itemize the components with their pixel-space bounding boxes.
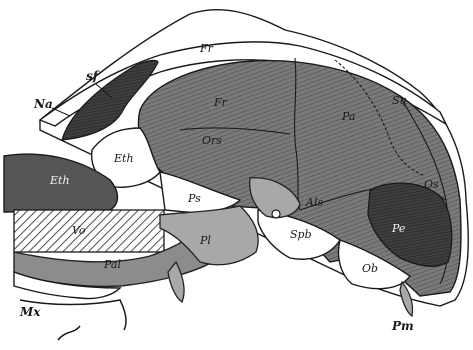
label-parietal: Pa (341, 110, 355, 123)
label-basioccipital: Ob (362, 262, 378, 275)
label-orbitosphenoid: Ors (202, 134, 222, 147)
label-ethmoturbinal: Eth (49, 174, 70, 187)
label-paroccipital: Pm (391, 319, 414, 333)
label-alisphenoid: Als (305, 196, 323, 209)
label-basisphenoid: Spb (290, 228, 312, 241)
label-frontal-top: Fr (199, 42, 214, 55)
foramen (272, 210, 280, 218)
label-pterygoid: Pl (199, 234, 211, 247)
label-maxilla: Mx (19, 305, 41, 319)
tooth-curl (58, 326, 80, 340)
label-palatine: Pal (103, 258, 121, 271)
label-nasal: Na (33, 97, 53, 111)
label-sf: sf (86, 69, 100, 83)
label-occipital-sup: Os (424, 178, 439, 191)
label-ethmoid: Eth (113, 152, 134, 165)
label-vomer: Vo (72, 224, 86, 237)
label-periotic: Pe (391, 222, 406, 235)
label-presphenoid: Ps (187, 192, 201, 205)
label-squamosal: Sq (392, 94, 407, 107)
label-frontal-inner: Fr (213, 96, 228, 109)
vomer-block (14, 210, 164, 252)
